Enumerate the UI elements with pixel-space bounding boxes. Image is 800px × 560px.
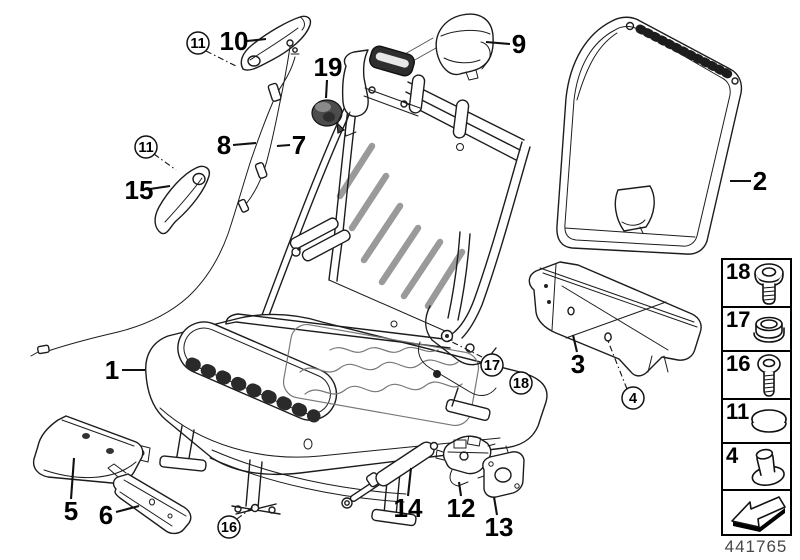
part-rail-bracket	[107, 463, 192, 535]
legend-label: 18	[726, 259, 751, 284]
part-backrest-frame	[261, 45, 531, 339]
svg-text:19: 19	[314, 52, 343, 82]
svg-text:15: 15	[125, 175, 154, 205]
part-side-trim	[528, 261, 702, 377]
callout-5[interactable]: 5	[64, 457, 78, 526]
part-grommet	[311, 99, 346, 134]
svg-text:12: 12	[447, 493, 476, 523]
svg-text:8: 8	[217, 130, 231, 160]
legend-label: 16	[726, 351, 751, 376]
svg-text:2: 2	[753, 166, 767, 196]
svg-text:3: 3	[571, 349, 585, 379]
svg-text:5: 5	[64, 496, 78, 526]
callout-6[interactable]: 6	[99, 500, 140, 530]
callout-10[interactable]: 10	[220, 26, 267, 56]
callout-19[interactable]: 19	[314, 52, 343, 99]
svg-text:11: 11	[138, 140, 153, 156]
legend-label: 4	[726, 443, 739, 468]
part-latch-mechanism	[435, 435, 496, 487]
callout-12[interactable]: 12	[447, 481, 476, 523]
svg-text:7: 7	[292, 130, 306, 160]
callout-circled-18[interactable]: 18	[509, 371, 533, 395]
callout-13[interactable]: 13	[485, 496, 514, 542]
callout-9[interactable]: 9	[485, 29, 526, 59]
svg-text:9: 9	[512, 29, 526, 59]
round-head-screw-icon	[757, 354, 781, 397]
legend-item-11[interactable]: 11	[723, 400, 790, 444]
part-mounting-plate	[477, 445, 525, 498]
part-cover-panel	[32, 415, 144, 484]
part-release-handle-top	[240, 15, 312, 71]
callout-2[interactable]: 2	[730, 166, 767, 196]
legend-label: 17	[726, 307, 751, 332]
stud-pin-icon	[751, 448, 785, 486]
svg-text:4: 4	[629, 391, 637, 407]
part-backrest-panel	[556, 16, 743, 255]
legend-item-arrow[interactable]	[723, 491, 790, 534]
drawing-number: 441765	[724, 537, 788, 556]
callout-14[interactable]: 14	[394, 467, 423, 523]
part-bowden-cables	[30, 39, 300, 357]
callout-circled-11[interactable]: 11	[186, 31, 239, 68]
callout-circled-17[interactable]: 17	[447, 339, 504, 377]
part-release-handle-left	[154, 165, 211, 235]
legend-item-17[interactable]: 17	[723, 308, 790, 352]
bushing-ring-icon	[753, 316, 785, 343]
svg-text:16: 16	[221, 520, 237, 536]
svg-text:6: 6	[99, 500, 113, 530]
legend-item-4[interactable]: 4	[723, 444, 790, 491]
callout-circled-16[interactable]: 16	[217, 505, 255, 539]
callout-3[interactable]: 3	[571, 334, 585, 379]
fastener-legend: 18 17 16 11	[721, 258, 792, 536]
svg-text:11: 11	[190, 36, 205, 52]
svg-text:18: 18	[513, 376, 529, 392]
legend-item-18[interactable]: 18	[723, 260, 790, 308]
legend-item-16[interactable]: 16	[723, 352, 790, 400]
part-gas-strut	[341, 441, 439, 509]
svg-text:17: 17	[484, 358, 500, 374]
svg-text:1: 1	[105, 355, 119, 385]
direction-arrow-icon	[731, 496, 786, 532]
legend-label: 11	[726, 399, 750, 424]
callout-circled-11[interactable]: 11	[134, 135, 177, 171]
svg-text:10: 10	[220, 26, 249, 56]
callout-15[interactable]: 15	[125, 175, 171, 205]
callout-7[interactable]: 7	[276, 130, 306, 160]
svg-text:14: 14	[394, 493, 423, 523]
callout-circled-4[interactable]: 4	[607, 340, 645, 410]
dome-head-screw-icon	[754, 263, 784, 305]
svg-text:13: 13	[485, 512, 514, 542]
callout-8[interactable]: 8	[217, 130, 257, 160]
cover-cap-icon	[751, 409, 787, 433]
part-seat-pan	[131, 231, 548, 527]
callout-1[interactable]: 1	[105, 355, 145, 385]
